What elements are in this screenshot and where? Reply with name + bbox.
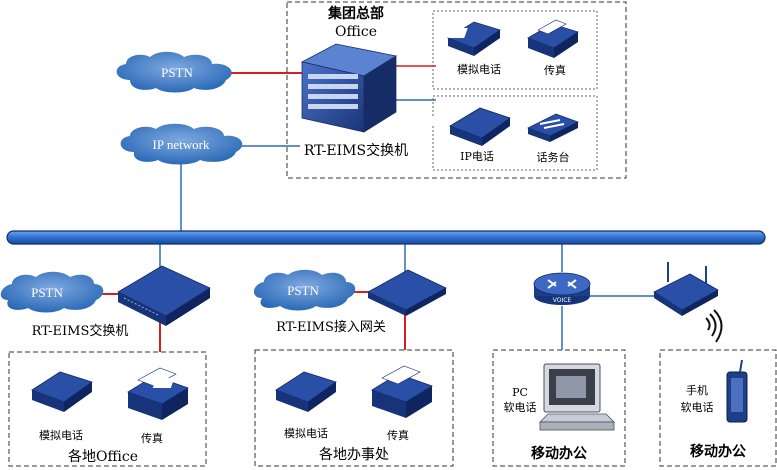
branch-office-fax-icon bbox=[127, 367, 189, 420]
hq-switch-icon bbox=[300, 43, 398, 133]
branch-gateway-title: 各地办事处 bbox=[319, 447, 389, 463]
mobile-phone-label-line2: 软电话 bbox=[681, 400, 714, 414]
branch-office-title: 各地Office bbox=[68, 449, 138, 465]
mobile-pc-title: 移动办公 bbox=[531, 445, 587, 462]
branch-office-analog-phone-icon bbox=[31, 371, 93, 412]
hq-analog-phone-label: 模拟电话 bbox=[457, 62, 501, 76]
pc-softphone-icon bbox=[539, 363, 615, 431]
hq-ip-phone-label: IP电话 bbox=[460, 150, 494, 163]
branch-gateway-analog-phone-icon bbox=[152, 371, 337, 412]
hq-ip-phone-icon bbox=[424, 107, 511, 146]
branch-gateway-group-box bbox=[254, 349, 454, 467]
cloud-ip-network-label: IP network bbox=[153, 137, 210, 152]
branch-gateway-fax-icon bbox=[371, 365, 433, 418]
cloud-pstn-branch-office: PSTN bbox=[0, 271, 104, 313]
hq-group-box bbox=[286, 1, 627, 179]
cloud-pstn-branch-gateway: PSTN bbox=[253, 269, 356, 311]
gateway-label: RT-EIMS接入网关 bbox=[276, 319, 386, 335]
wireless-signal-icon bbox=[705, 309, 723, 343]
branch-office-fax-label: 传真 bbox=[141, 431, 163, 445]
hq-title-line1: 集团总部 bbox=[327, 5, 384, 22]
cloud-pstn-hq: PSTN bbox=[116, 51, 232, 93]
branch-gateway-fax-label: 传真 bbox=[387, 428, 409, 442]
gateway-icon bbox=[367, 269, 447, 316]
mobile-pc-group-box bbox=[492, 349, 626, 467]
hq-ip-subgroup-box bbox=[432, 95, 598, 171]
mobile-phone-group-box bbox=[659, 349, 777, 467]
hq-analog-phone-icon bbox=[447, 21, 501, 56]
mobile-phone-label-line1: 手机 bbox=[686, 383, 708, 397]
branch-switch-label: RT-EIMS交换机 bbox=[32, 323, 129, 339]
backbone-bus bbox=[6, 230, 766, 245]
branch-switch-icon bbox=[117, 265, 211, 326]
cloud-pstn-hq-label: PSTN bbox=[161, 65, 193, 80]
mobile-phone-icon bbox=[726, 359, 748, 423]
pc-label-line2: 软电话 bbox=[504, 400, 537, 414]
hq-console-icon bbox=[526, 113, 580, 142]
mobile-phone-title: 移动办公 bbox=[690, 443, 746, 460]
cloud-pstn-branch-gateway-label: PSTN bbox=[287, 283, 319, 298]
branch-gateway-analog-phone-label: 模拟电话 bbox=[284, 426, 328, 440]
hq-console-label: 话务台 bbox=[537, 150, 570, 164]
hq-fax-label: 传真 bbox=[544, 63, 566, 77]
wifi-access-point-icon bbox=[653, 262, 719, 316]
cloud-ip-network: IP network bbox=[120, 123, 243, 165]
hq-analog-subgroup-box bbox=[432, 10, 598, 90]
branch-office-group-box bbox=[8, 351, 207, 467]
cloud-pstn-branch-office-label: PSTN bbox=[31, 285, 63, 300]
branch-office-analog-phone-label: 模拟电话 bbox=[39, 428, 83, 442]
voice-router-icon: VOICE bbox=[533, 272, 591, 305]
hq-switch-label: RT-EIMS交换机 bbox=[304, 142, 408, 159]
pc-label-line1: PC bbox=[512, 386, 528, 399]
hq-title-line2: Office bbox=[335, 24, 377, 40]
voice-router-label: VOICE bbox=[553, 297, 572, 304]
hq-fax-icon bbox=[527, 19, 579, 58]
